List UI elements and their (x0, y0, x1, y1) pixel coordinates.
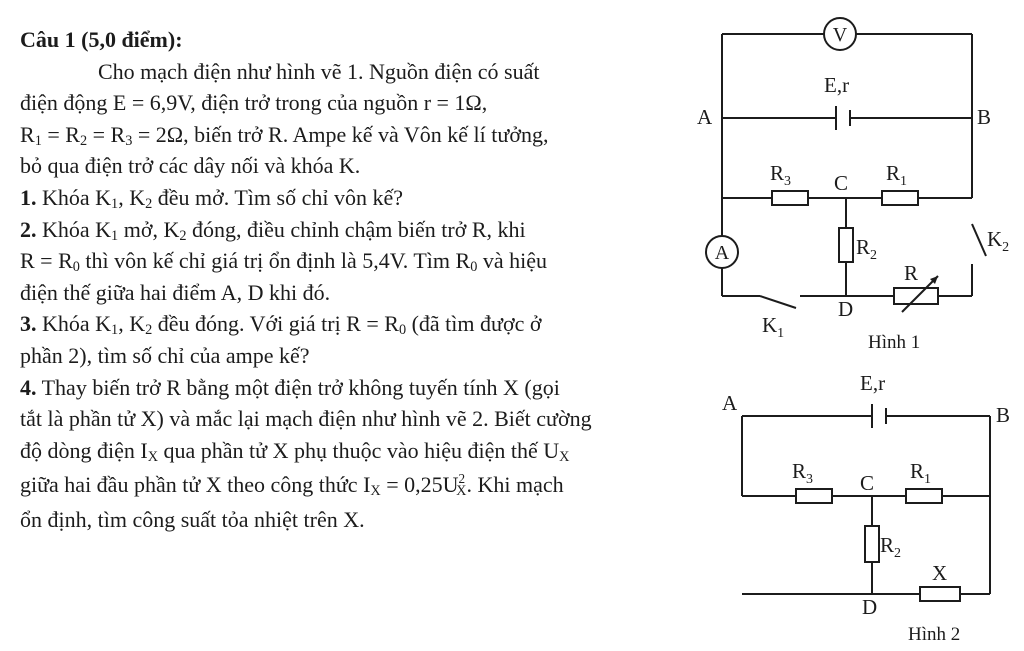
rheostat-arrow-icon (901, 275, 939, 313)
question-4-line-1: 4. Thay biến trở R bằng một điện trở khô… (20, 374, 560, 400)
element-x-icon (919, 586, 961, 602)
node-b-label-2: B (996, 403, 1010, 427)
intro-line-3: R1 = R2 = R3 = 2Ω, biến trở R. Ampe kế v… (20, 121, 549, 149)
circuit-figure-2: E,r A B R3 C R1 R2 X D Hình 2 (722, 371, 1010, 645)
rheostat-label: R (904, 261, 918, 285)
question-4-line-5: ổn định, tìm công suất tỏa nhiệt trên X. (20, 507, 365, 533)
problem-title: Câu 1 (5,0 điểm): (20, 27, 183, 52)
figure-2-caption: Hình 2 (908, 624, 960, 645)
question-2-line-2: R = R0 thì vôn kế chỉ giá trị ổn định là… (20, 248, 548, 276)
node-c-label: C (834, 171, 848, 195)
intro-line-2: điện động E = 6,9V, điện trở trong của n… (20, 90, 488, 116)
k2-label: K2 (987, 227, 1009, 255)
voltmeter-icon (823, 17, 857, 51)
resistor-r2-icon-2 (864, 525, 880, 563)
voltmeter-label: V (833, 24, 848, 46)
source-label: E,r (824, 73, 849, 97)
x-label: X (932, 561, 947, 585)
r2-label-2: R2 (880, 533, 901, 561)
node-d-label: D (838, 297, 853, 321)
k1-label: K1 (762, 313, 784, 341)
circuit-figure-1: V E,r A B R3 C R1 R2 A K1 D R K2 Hình 1 (697, 17, 1009, 353)
r1-label: R1 (886, 161, 907, 189)
question-3-line-1: 3. Khóa K1, K2 đều đóng. Với giá trị R =… (20, 311, 542, 339)
question-2-line-1: 2. Khóa K1 mở, K2 đóng, điều chỉnh chậm … (20, 216, 526, 244)
question-4-line-3: độ dòng điện IX qua phần tử X phụ thuộc … (20, 437, 570, 465)
resistor-r1-icon-2 (905, 488, 943, 504)
question-4-line-4: giữa hai đầu phần tử X theo công thức IX… (20, 471, 564, 500)
resistor-r2-icon (838, 227, 854, 263)
source-label-2: E,r (860, 371, 885, 395)
intro-line-1: Cho mạch điện như hình vẽ 1. Nguồn điện … (98, 58, 540, 84)
node-d-label-2: D (862, 595, 877, 619)
question-2-line-3: điện thế giữa hai điểm A, D khi đó. (20, 279, 331, 305)
question-3-line-2: phần 2), tìm số chỉ của ampe kế? (20, 342, 310, 368)
question-4-line-2: tắt là phần tử X) và mắc lại mạch điện n… (20, 406, 592, 432)
node-c-label-2: C (860, 471, 874, 495)
figure-1-caption: Hình 1 (868, 332, 920, 353)
r3-label: R3 (770, 161, 791, 189)
resistor-r3-icon (771, 190, 809, 206)
ammeter-icon (705, 235, 739, 269)
question-1: 1. Khóa K1, K2 đều mở. Tìm số chỉ vôn kế… (20, 184, 403, 212)
resistor-r1-icon (881, 190, 919, 206)
switch-k1-icon (759, 295, 797, 309)
node-b-label: B (977, 105, 991, 129)
intro-line-4: bỏ qua điện trở các dây nối và khóa K. (20, 153, 361, 179)
node-a-label: A (697, 105, 713, 129)
ammeter-label: A (715, 242, 730, 264)
r2-label: R2 (856, 235, 877, 263)
resistor-r3-icon-2 (795, 488, 833, 504)
node-a-label-2: A (722, 391, 738, 415)
rheostat-icon (893, 287, 939, 305)
switch-k2-icon (971, 223, 987, 257)
r3-label-2: R3 (792, 459, 813, 487)
r1-label-2: R1 (910, 459, 931, 487)
problem-text: Câu 1 (5,0 điểm): Cho mạch điện như hình… (20, 24, 695, 536)
